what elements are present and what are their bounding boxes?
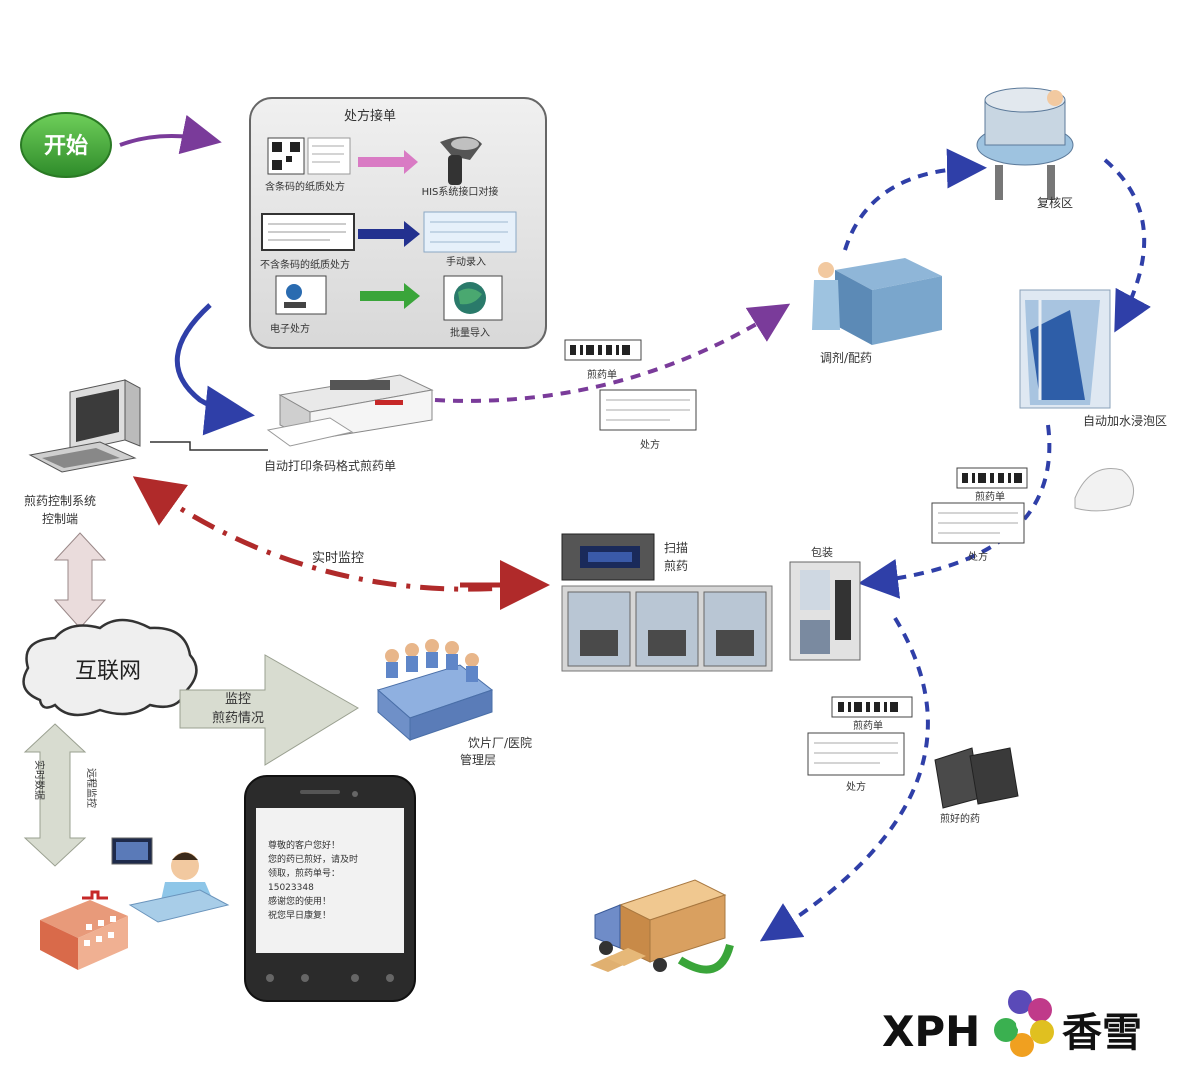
keyboard-icon — [423, 211, 517, 253]
finished-label: 煎好的药 — [940, 812, 980, 825]
delivery-truck-icon — [590, 879, 734, 974]
e-rx-label: 电子处方 — [270, 322, 310, 335]
medicine-bags-icon — [934, 747, 1019, 809]
start-arrow — [119, 114, 222, 155]
scan-display-icon — [561, 533, 655, 581]
packaging-machine-icon — [789, 561, 861, 661]
ticket-1 — [564, 339, 697, 431]
ticket1-rx: 处方 — [640, 438, 660, 451]
prescription-panel: 处方接单 含条码的纸质处方 HIS系统接口对接 不含条码的纸质处方 — [249, 97, 547, 349]
e-prescription-icon — [275, 275, 327, 315]
ticket1-sheet: 煎药单 — [587, 368, 617, 381]
left-arrow-text-1: 实时数据 — [33, 760, 46, 800]
start-node: 开始 — [20, 112, 112, 178]
sms-line-6: 祝您早日康复！ — [268, 909, 331, 921]
control-pc-line1: 煎药控制系统 — [24, 493, 96, 508]
dispense-cabinet-icon — [812, 258, 942, 345]
panel-title: 处方接单 — [344, 108, 396, 124]
globe-icon — [443, 275, 503, 321]
ticket-3 — [807, 696, 913, 776]
barcode-prescription-icon — [267, 137, 351, 175]
dispense-label: 调剂/配药 — [820, 350, 872, 365]
printer-cable — [150, 441, 268, 451]
plain-prescription-icon — [261, 213, 355, 251]
computer-icon — [28, 379, 141, 473]
factory-line1: 饮片厂/医院 — [468, 736, 532, 750]
sms-line-5: 感谢您的使用！ — [268, 895, 331, 907]
decoction-machines-icon — [561, 585, 773, 672]
review-machine-icon — [976, 87, 1074, 200]
scan-line1: 扫描 — [664, 541, 688, 555]
meeting-group-icon — [376, 639, 494, 742]
printer-to-dispense-arrow — [434, 303, 791, 403]
doctor-icon — [111, 837, 230, 923]
control-pc-line2: 控制端 — [42, 512, 78, 526]
start-label: 开始 — [44, 133, 88, 159]
sms-line-2: 您的药已煎好，请及时 — [268, 853, 358, 865]
scan-line2: 煎药 — [664, 558, 688, 573]
review-label: 复核区 — [1037, 196, 1073, 210]
soak-label: 自动加水浸泡区 — [1083, 414, 1167, 428]
hospital-icon — [40, 890, 128, 970]
sms-line-4: 15023348 — [268, 883, 314, 893]
printer-icon — [266, 374, 434, 447]
monitor-line2: 煎药情况 — [212, 710, 264, 726]
manual-label: 手动录入 — [446, 255, 486, 268]
barcode-rx-label: 含条码的纸质处方 — [265, 180, 345, 193]
ticket2-rx: 处方 — [968, 550, 988, 563]
monitor-line1: 监控 — [225, 692, 251, 707]
factory-line2: 管理层 — [460, 752, 496, 767]
realtime-monitor-arrow — [132, 476, 541, 592]
his-label: HIS系统接口对接 — [422, 185, 499, 198]
panel-to-printer-arrow — [174, 303, 255, 436]
review-to-soak-arrow — [1103, 158, 1151, 333]
soak-tank-icon — [1019, 289, 1111, 409]
dispense-to-review-arrow — [843, 148, 987, 251]
sms-line-3: 领取，煎药单号： — [268, 867, 340, 879]
company-logo: XPH 香雪 — [882, 990, 1142, 1057]
package-label: 包装 — [811, 546, 833, 559]
realtime-label: 实时监控 — [312, 551, 364, 566]
glove-icon — [1074, 468, 1135, 512]
scanner-icon — [440, 136, 482, 185]
smartphone-icon — [244, 775, 416, 1002]
internet-cloud — [22, 618, 198, 717]
no-barcode-label: 不含条码的纸质处方 — [260, 258, 350, 271]
pc-internet-double-arrow — [53, 532, 107, 629]
ticket3-sheet: 煎药单 — [853, 719, 883, 732]
batch-label: 批量导入 — [450, 326, 490, 339]
internet-label: 互联网 — [75, 659, 141, 684]
printer-label: 自动打印条码格式煎药单 — [264, 458, 396, 473]
ticket-2 — [931, 467, 1028, 544]
monitor-big-arrow — [179, 654, 359, 766]
left-arrow-text-2: 远程监控 — [85, 768, 98, 808]
ticket2-sheet: 煎药单 — [975, 490, 1005, 503]
package-to-delivery-arrow — [759, 616, 930, 942]
internet-hospital-double-arrow — [23, 723, 87, 867]
logo-name: 香雪 — [1062, 1010, 1142, 1056]
ticket3-rx: 处方 — [846, 780, 866, 793]
logo-brand: XPH — [882, 1007, 980, 1056]
sms-line-1: 尊敬的客户您好！ — [268, 839, 340, 851]
logo-flower-icon — [994, 990, 1054, 1057]
